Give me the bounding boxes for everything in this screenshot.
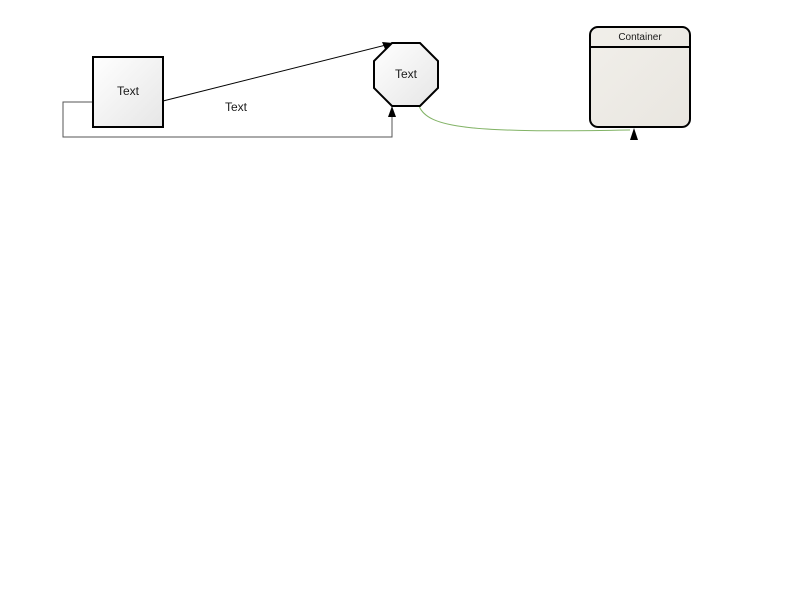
octagon-node-label: Text — [395, 67, 418, 81]
loop-connector[interactable] — [62, 101, 396, 138]
container-node[interactable]: Container — [589, 26, 691, 128]
octagon-node[interactable]: Text — [373, 42, 439, 107]
loop-connector-arrowhead — [388, 106, 396, 117]
container-node-shape[interactable] — [589, 26, 691, 128]
octagon-node-shape[interactable] — [373, 42, 439, 107]
square-node-shape[interactable] — [92, 56, 164, 128]
loop-connector-line[interactable] — [62, 101, 393, 138]
square-node[interactable]: Text — [92, 56, 164, 128]
square-to-octagon-line[interactable] — [162, 44, 387, 102]
edge-label-square-to-octagon[interactable]: Text — [225, 100, 248, 114]
octagon-to-container-arrowhead — [630, 128, 638, 140]
container-title: Container — [618, 32, 662, 43]
square-node-label: Text — [117, 84, 140, 98]
octagon-to-container-connector[interactable] — [418, 105, 638, 140]
square-to-octagon-connector[interactable] — [162, 42, 393, 102]
octagon-to-container-curve[interactable] — [418, 105, 631, 132]
